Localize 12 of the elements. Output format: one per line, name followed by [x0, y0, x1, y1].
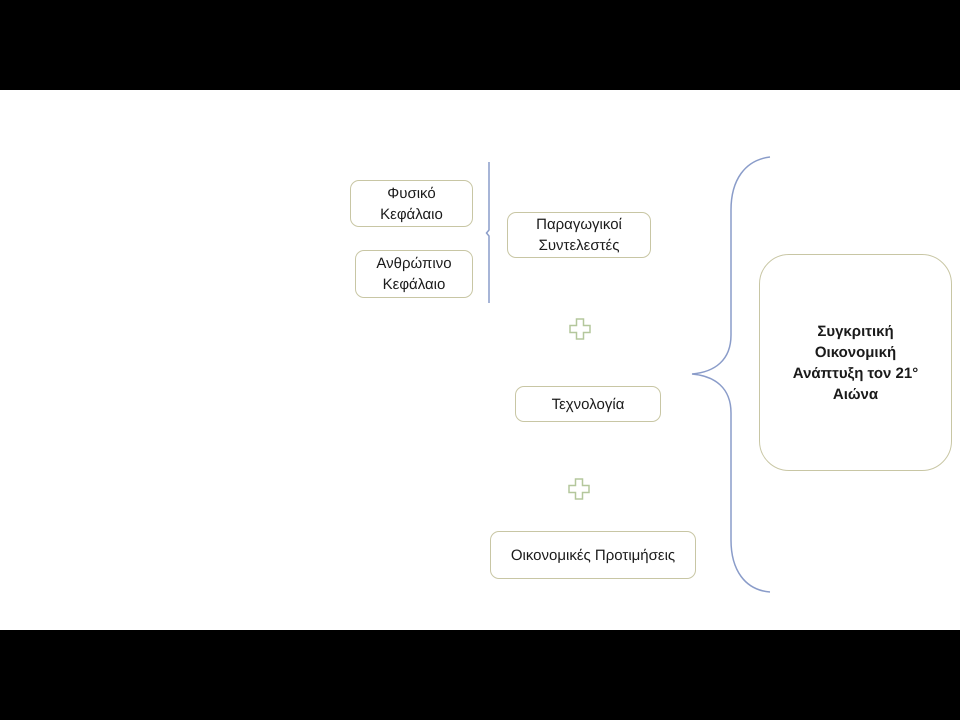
node-label: Ανθρώπινο Κεφάλαιο — [375, 254, 453, 295]
rounded-box — [515, 386, 661, 422]
node-label: Φυσικό Κεφάλαιο — [379, 184, 444, 224]
rounded-box — [507, 212, 651, 258]
node-label: Συγκριτική Οικονομική Ανάπτυξη τον 21° Αιώνα — [792, 322, 920, 404]
rounded-box — [490, 531, 696, 579]
rounded-box — [759, 254, 952, 471]
node-label: Παραγωγικοί Συντελεστές — [535, 215, 623, 256]
node-label: Τεχνολογία — [552, 394, 624, 414]
rounded-box — [355, 250, 473, 298]
node-label: Οικονομικές Προτιμήσεις — [510, 546, 676, 566]
rounded-box — [350, 180, 473, 227]
